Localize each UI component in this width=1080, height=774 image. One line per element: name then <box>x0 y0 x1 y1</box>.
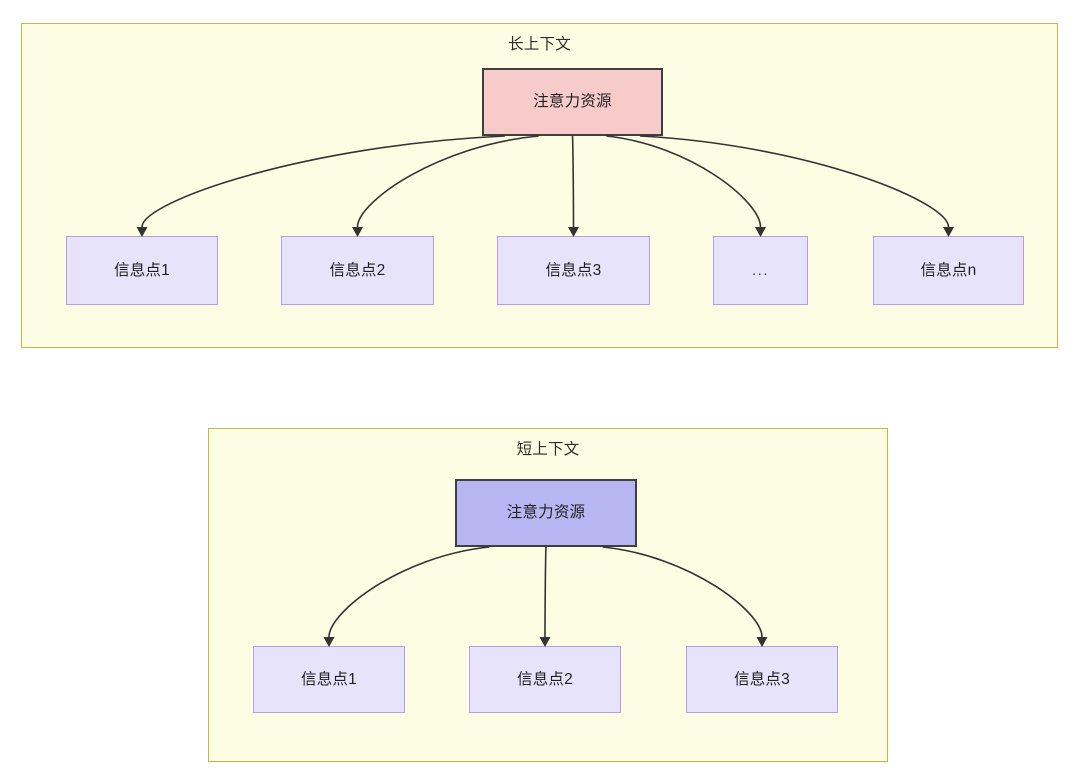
panel-long-context-title: 长上下文 <box>508 36 571 53</box>
info-point-node[interactable]: 信息点1 <box>66 236 218 305</box>
info-point-node[interactable]: 信息点1 <box>253 646 405 713</box>
info-point-node-ellipsis[interactable]: ... <box>713 236 808 305</box>
info-point-node[interactable]: 信息点n <box>873 236 1024 305</box>
info-point-node[interactable]: 信息点3 <box>497 236 650 305</box>
info-point-node[interactable]: 信息点2 <box>281 236 434 305</box>
panel-short-context-title: 短上下文 <box>516 441 580 458</box>
attention-resource-node-long[interactable]: 注意力资源 <box>482 68 663 136</box>
info-point-node[interactable]: 信息点3 <box>686 646 838 713</box>
attention-resource-node-short[interactable]: 注意力资源 <box>455 479 637 547</box>
info-point-node[interactable]: 信息点2 <box>469 646 621 713</box>
